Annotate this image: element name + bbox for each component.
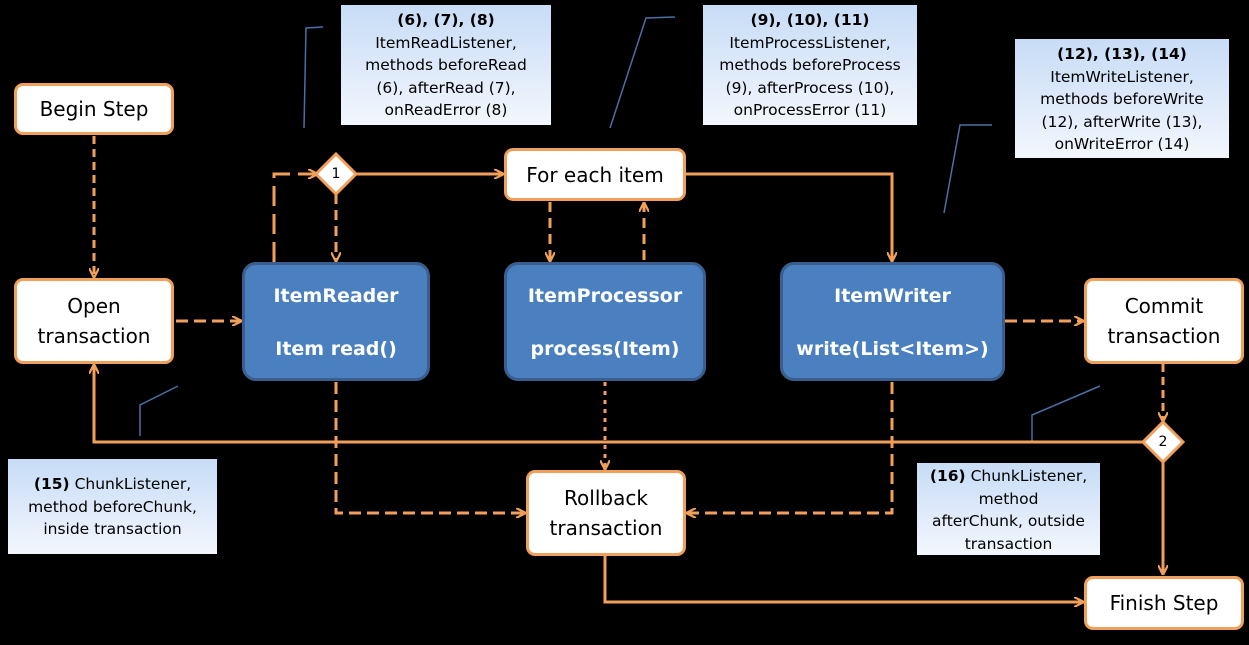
read-listener-heading: (6), (7), (8) — [397, 11, 495, 29]
write-listener-line-3: (12), afterWrite (13), — [1041, 112, 1203, 131]
commit-transaction-box: Commit transaction — [1084, 278, 1244, 364]
commit-transaction-label-2: transaction — [1107, 324, 1221, 348]
commit-transaction-label-1: Commit — [1124, 294, 1204, 318]
edge-rollback-to-finish — [603, 556, 1082, 602]
process-listener-line-1: ItemProcessListener, — [729, 33, 891, 52]
rollback-transaction-label-1: Rollback — [564, 486, 648, 510]
begin-step-label: Begin Step — [39, 97, 149, 121]
process-listener-note: (9), (10), (11) ItemProcessListener, met… — [703, 5, 917, 125]
item-reader-method: Item read() — [275, 338, 397, 360]
read-listener-line-4: onReadError (8) — [384, 101, 508, 119]
read-listener-line-2: methods beforeRead — [365, 56, 527, 74]
callout-line-write — [943, 124, 992, 214]
process-listener-line-4: onProcessError (11) — [733, 101, 887, 119]
edge-writer-to-rollback — [688, 382, 894, 513]
decision-2-shape — [1140, 419, 1186, 465]
edge-reader-to-rollback — [334, 382, 524, 513]
write-listener-heading: (12), (13), (14) — [1057, 45, 1187, 63]
chunk-after-num: (16) — [929, 467, 966, 485]
rollback-transaction-label-2: transaction — [549, 516, 663, 540]
finish-step-box: Finish Step — [1084, 576, 1244, 630]
for-each-item-box: For each item — [504, 148, 686, 201]
callout-line-chunk-after — [1031, 385, 1101, 442]
callout-line-read — [303, 26, 324, 129]
decision-1-label: 1 — [331, 166, 341, 182]
edge-foreach-to-writer — [686, 172, 892, 260]
chunk-before-num: (15) — [33, 475, 70, 493]
write-listener-line-2: methods beforeWrite — [1040, 90, 1204, 108]
write-listener-line-1: ItemWriteListener, — [1050, 67, 1194, 86]
item-processor-name: ItemProcessor — [527, 285, 683, 307]
chunk-before-line-1: ChunkListener, — [74, 475, 192, 493]
item-processor-method: process(Item) — [530, 338, 680, 360]
item-reader-component: ItemReader Item read() — [242, 262, 430, 381]
chunk-after-line-2: method — [978, 489, 1039, 508]
chunk-after-note: (16) ChunkListener, method afterChunk, o… — [917, 463, 1100, 555]
finish-step-label: Finish Step — [1109, 591, 1219, 615]
chunk-before-line-2: method beforeChunk, — [28, 497, 197, 516]
write-listener-note: (12), (13), (14) ItemWriteListener, meth… — [1015, 39, 1229, 158]
item-writer-component: ItemWriter write(List<Item>) — [780, 262, 1005, 381]
open-transaction-label-1: Open — [67, 294, 121, 318]
process-listener-line-2: methods beforeProcess — [719, 56, 901, 74]
chunk-after-line-1: ChunkListener, — [970, 467, 1088, 485]
edge-reader-to-decision1 — [272, 174, 316, 262]
chunk-before-line-3: inside transaction — [43, 520, 182, 538]
item-processor-component: ItemProcessor process(Item) — [504, 262, 706, 381]
chunk-before-note: (15) ChunkListener, method beforeChunk, … — [8, 459, 217, 554]
read-listener-line-1: ItemReadListener, — [375, 33, 517, 52]
begin-step-box: Begin Step — [14, 83, 174, 135]
callout-line-process — [609, 16, 676, 129]
for-each-item-label: For each item — [526, 162, 664, 187]
callout-line-chunk-before — [139, 385, 179, 436]
read-listener-note: (6), (7), (8) ItemReadListener, methods … — [341, 5, 551, 125]
edge-decision2-to-open — [94, 366, 1143, 444]
chunk-after-line-3: afterChunk, outside — [932, 512, 1085, 530]
item-writer-name: ItemWriter — [834, 285, 951, 307]
item-reader-name: ItemReader — [273, 285, 399, 307]
open-transaction-box: Open transaction — [14, 278, 174, 364]
decision-2-label: 2 — [1158, 434, 1168, 450]
decision-1-shape — [313, 151, 359, 197]
item-writer-method: write(List<Item>) — [796, 338, 989, 360]
chunk-after-line-4: transaction — [964, 534, 1053, 553]
rollback-transaction-box: Rollback transaction — [526, 470, 686, 556]
write-listener-line-4: onWriteError (14) — [1054, 135, 1190, 153]
process-listener-line-3: (9), afterProcess (10), — [725, 78, 895, 97]
open-transaction-label-2: transaction — [37, 324, 151, 348]
process-listener-heading: (9), (10), (11) — [750, 11, 870, 29]
read-listener-line-3: (6), afterRead (7), — [376, 78, 516, 97]
